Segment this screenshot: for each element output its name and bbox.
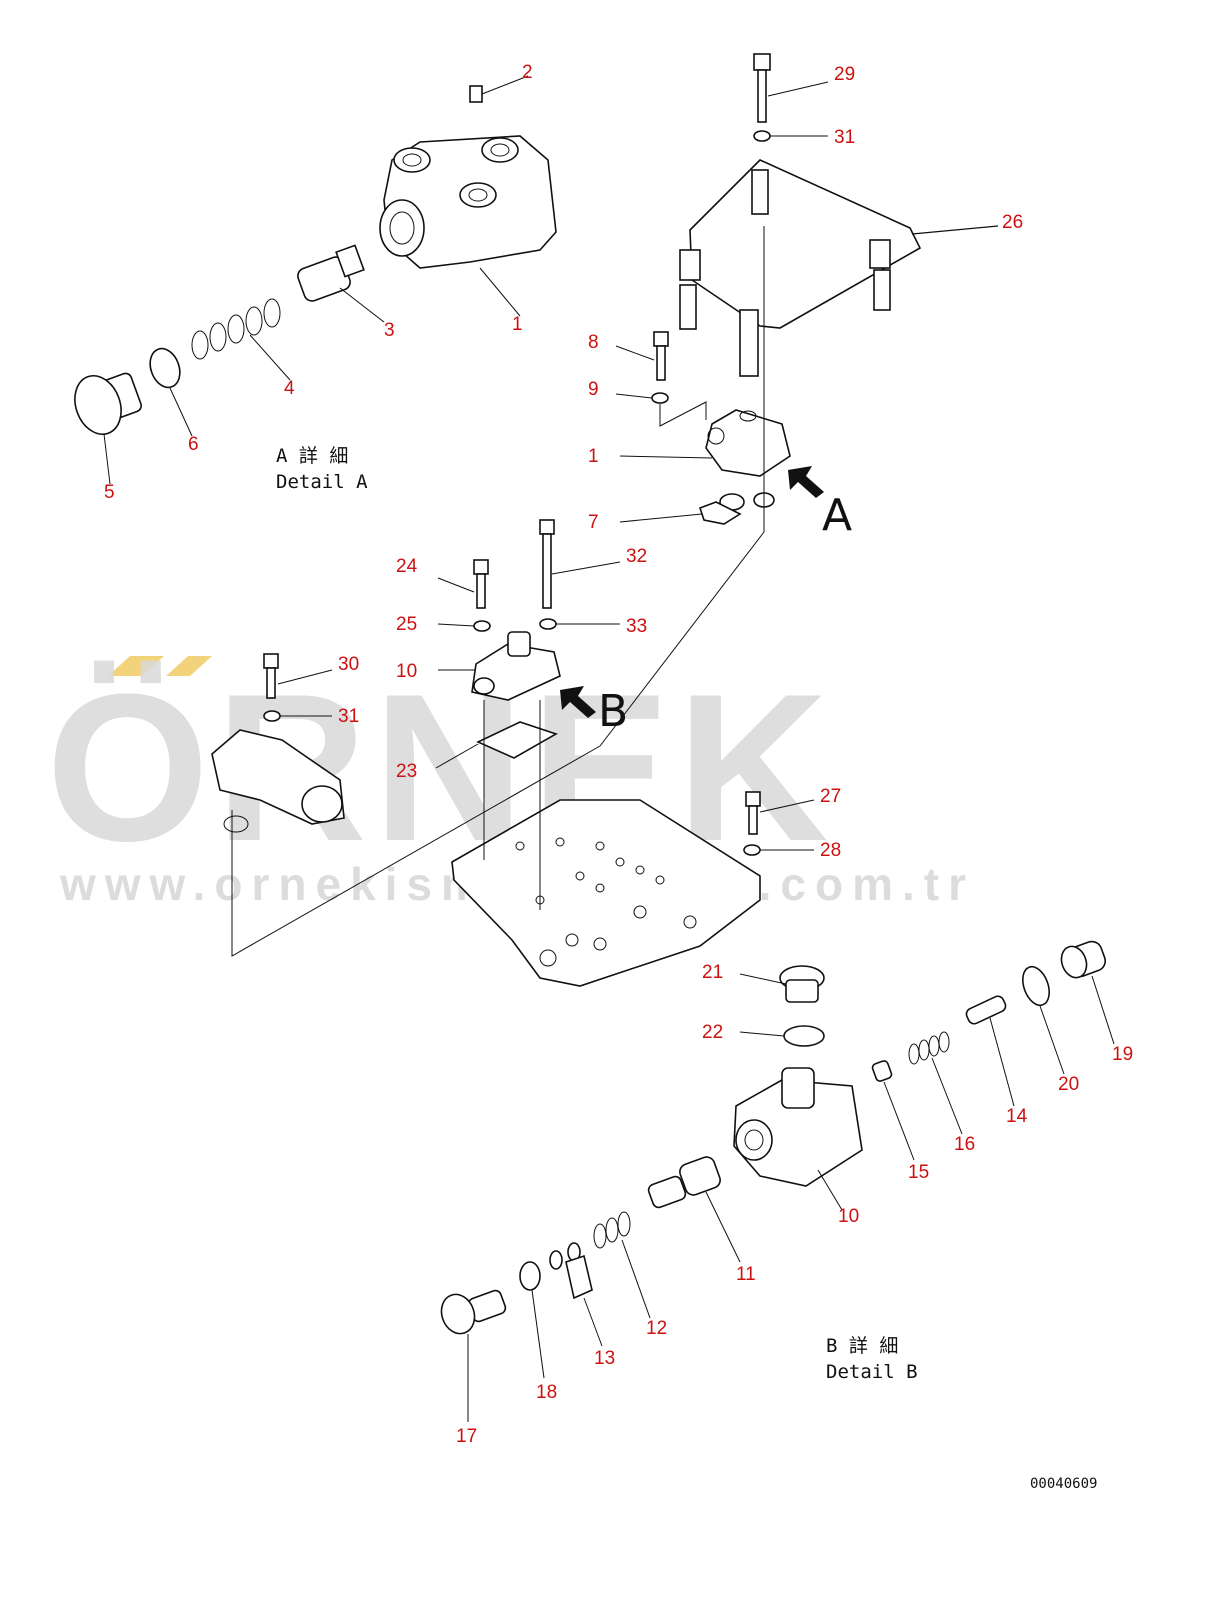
spool-14 <box>965 995 1015 1107</box>
spring-12 <box>593 1211 651 1319</box>
callout-labels: 2 29 31 26 3 1 4 8 9 6 1 5 7 24 32 25 33… <box>104 62 1133 1447</box>
callout-17: 17 <box>456 1426 477 1447</box>
oring-22 <box>739 1025 825 1047</box>
drawing-number: 00040609 <box>1030 1476 1097 1492</box>
callout-6: 6 <box>188 434 199 455</box>
bolt-29 <box>753 53 829 123</box>
callout-12: 12 <box>646 1318 667 1339</box>
detail-a-housing <box>379 135 557 317</box>
washer-25 <box>437 620 491 632</box>
cap-15 <box>871 1060 915 1161</box>
detail-a-caption-en: Detail A <box>276 471 368 493</box>
valve-body-10-small <box>438 631 561 701</box>
bolt-24 <box>437 559 489 609</box>
oring-20 <box>1022 965 1065 1075</box>
valve-body-10-large <box>733 1067 863 1211</box>
callout-1: 1 <box>512 314 523 335</box>
callout-5: 5 <box>104 482 115 503</box>
callout-33: 33 <box>626 616 647 637</box>
callout-11: 11 <box>736 1264 756 1285</box>
plug-19 <box>1060 940 1115 1045</box>
detail-a-plug-2 <box>469 75 529 103</box>
callout-30: 30 <box>338 654 359 675</box>
bolt-27 <box>745 791 815 835</box>
solenoid-assembly <box>211 729 601 957</box>
callout-9: 9 <box>588 379 599 400</box>
callout-26: 26 <box>1002 212 1023 233</box>
gasket-23 <box>435 721 558 769</box>
spool-11 <box>647 1156 741 1263</box>
callout-10b: 10 <box>838 1206 859 1227</box>
callout-31: 31 <box>834 127 855 148</box>
bolt-32 <box>539 519 621 609</box>
detail-a-caption-jp: A 詳 細 <box>276 445 348 467</box>
washer-28 <box>743 844 814 856</box>
oring-18 <box>519 1261 545 1379</box>
callout-1b: 1 <box>588 446 599 467</box>
bolt-8 <box>615 331 669 381</box>
washer-9 <box>615 392 707 427</box>
callout-25: 25 <box>396 614 417 635</box>
oring-7 <box>619 492 775 525</box>
callout-27: 27 <box>820 786 841 807</box>
watermark-accent-left <box>108 656 164 676</box>
washer-31-top <box>753 130 828 142</box>
arrow-b: B <box>560 686 628 737</box>
arrow-a: A <box>788 466 852 541</box>
callout-28: 28 <box>820 840 841 861</box>
housing-1-small <box>619 409 791 477</box>
detail-a-caption: A 詳 細 Detail A <box>276 445 368 493</box>
callout-7: 7 <box>588 512 599 533</box>
callout-4: 4 <box>284 378 295 399</box>
callout-2: 2 <box>522 62 533 83</box>
plug-17 <box>440 1289 507 1422</box>
washer-31-mid <box>263 710 332 722</box>
callout-23: 23 <box>396 761 417 782</box>
callout-16: 16 <box>954 1134 975 1155</box>
cover-plate-26 <box>679 159 999 377</box>
callout-29: 29 <box>834 64 855 85</box>
callout-22: 22 <box>702 1022 723 1043</box>
callout-24: 24 <box>396 556 418 577</box>
callout-10: 10 <box>396 661 417 682</box>
detail-a-plug-5 <box>74 372 142 485</box>
main-valve-plate <box>451 226 765 987</box>
washer-33 <box>539 618 620 630</box>
detail-b-caption-en: Detail B <box>826 1361 918 1383</box>
spring-16 <box>908 1031 963 1135</box>
callout-13: 13 <box>594 1348 615 1369</box>
detail-a-valve-3 <box>297 244 385 323</box>
callout-3: 3 <box>384 320 395 341</box>
callout-18: 18 <box>536 1382 557 1403</box>
detail-a-oring-6 <box>149 347 193 437</box>
plug-21 <box>739 965 825 1003</box>
callout-8: 8 <box>588 332 599 353</box>
detail-a-marker: A <box>822 490 852 541</box>
detail-a-spring-4 <box>191 298 291 381</box>
callout-31b: 31 <box>338 706 359 727</box>
detail-b-caption-jp: B 詳 細 <box>826 1335 898 1357</box>
callout-32: 32 <box>626 546 647 567</box>
watermark-accent-right <box>166 656 212 676</box>
callout-15: 15 <box>908 1162 929 1183</box>
callout-20: 20 <box>1058 1074 1079 1095</box>
callout-14: 14 <box>1006 1106 1028 1127</box>
detail-b-caption: B 詳 細 Detail B <box>826 1335 918 1383</box>
washer-13 <box>549 1242 603 1347</box>
callout-21: 21 <box>702 962 723 983</box>
bolt-30 <box>263 653 333 699</box>
callout-19: 19 <box>1112 1044 1133 1065</box>
